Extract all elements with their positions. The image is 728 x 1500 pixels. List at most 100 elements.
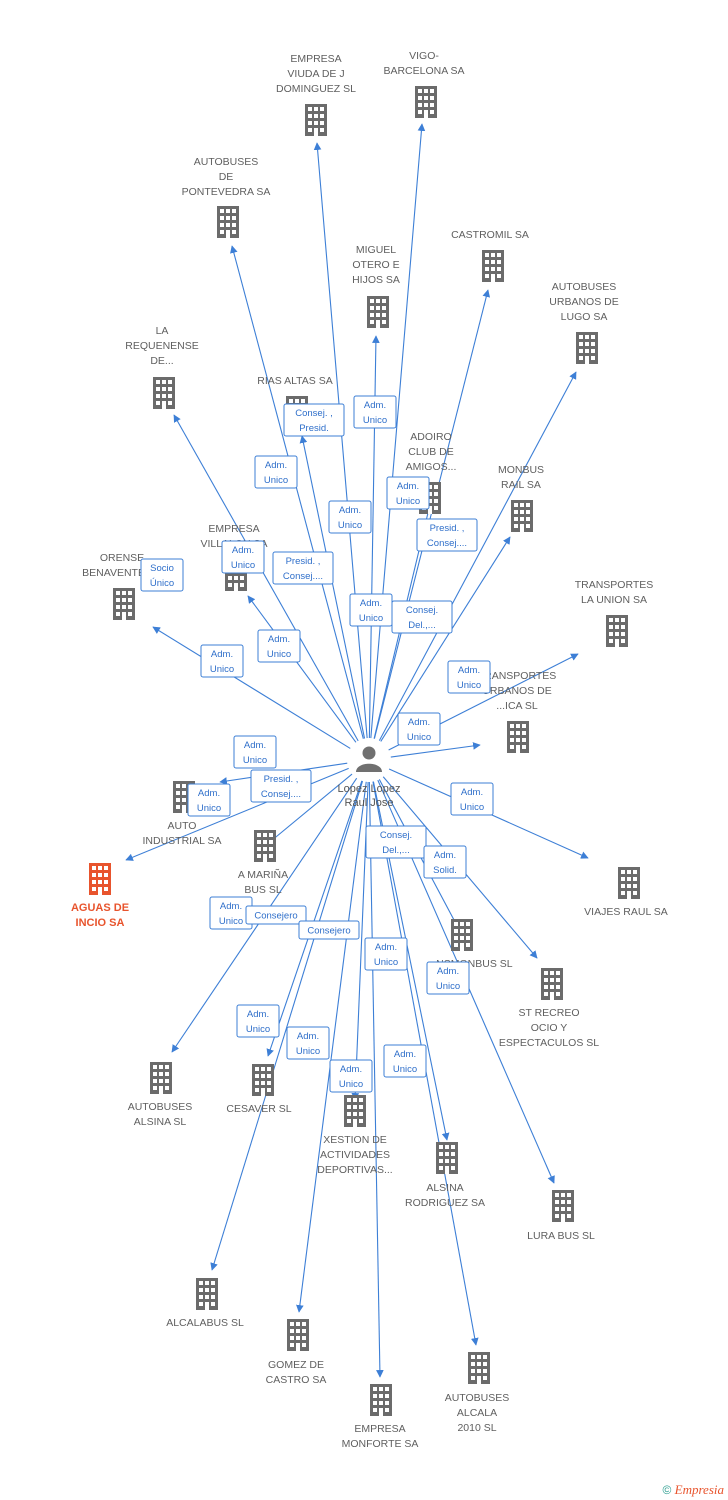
company-label-line: EMPRESA xyxy=(290,53,341,65)
role-label-line: Adm. xyxy=(437,966,459,977)
role-label-line: Adm. xyxy=(211,649,233,660)
role-box-autobuses-pontevedra[interactable]: Adm.Unico xyxy=(254,455,298,489)
role-box-frame xyxy=(233,735,277,769)
company-vigo-barcelona[interactable]: VIGO-BARCELONA SA xyxy=(383,50,465,118)
role-label-line: Adm. xyxy=(394,1049,416,1060)
building-icon xyxy=(451,919,473,951)
company-label-line: DOMINGUEZ SL xyxy=(276,83,356,95)
role-box-transmonbus[interactable]: Consej. Del.,... xyxy=(365,825,427,859)
role-box-empresa-villalon[interactable]: Adm.Unico xyxy=(257,629,301,663)
role-label-line: Solid. xyxy=(433,865,457,876)
building-icon xyxy=(305,104,327,136)
company-label-line: ADOIRO xyxy=(410,431,451,443)
role-label-line: Único xyxy=(150,578,174,589)
role-box-alcalabus[interactable]: Adm.Unico xyxy=(236,1004,280,1038)
role-box-transportes-urbanos[interactable]: Adm.Unico xyxy=(397,712,441,746)
edge-la-requenense xyxy=(173,414,359,742)
role-box-xestion[interactable]: Consejero xyxy=(298,920,360,940)
role-label-line: Del.,... xyxy=(382,845,409,856)
company-label-line: MONBUS xyxy=(498,464,544,476)
role-box-a-marina[interactable]: Presid. ,Consej.... xyxy=(250,769,312,803)
person-node[interactable]: Lopez Lopez Raul Jose xyxy=(338,746,401,810)
role-box-cesaver[interactable]: Consejero xyxy=(245,905,307,925)
role-box-vigo-barcelona[interactable]: Adm.Unico xyxy=(353,395,397,429)
role-box-castromil[interactable]: Adm.Unico xyxy=(386,476,430,510)
company-label-line: BARCELONA SA xyxy=(383,65,464,77)
role-box-gomez-castro[interactable]: Adm.Unico xyxy=(286,1026,330,1060)
role-label-line: Adm. xyxy=(244,740,266,751)
building-icon xyxy=(436,1142,458,1174)
company-castromil[interactable]: CASTROMIL SA xyxy=(451,229,529,282)
company-label-line: ...ICA SL xyxy=(496,700,538,712)
company-label-line: AUTOBUSES xyxy=(194,156,259,168)
role-box-monbus-rail[interactable]: Consej.Del.,... xyxy=(391,600,453,634)
company-label-line: LUGO SA xyxy=(561,311,608,323)
company-la-requenense[interactable]: LAREQUENENSEDE... xyxy=(125,325,199,409)
role-box-la-requenense[interactable]: Adm.Unico xyxy=(221,540,265,574)
role-box-adoiro[interactable]: Adm.Unico xyxy=(349,593,393,627)
building-icon-target xyxy=(89,863,111,895)
company-label-line: PONTEVEDRA SA xyxy=(182,186,271,198)
edge-empresa-monforte xyxy=(368,781,384,1378)
building-icon xyxy=(541,968,563,1000)
company-label-line: DEPORTIVAS... xyxy=(317,1164,392,1176)
role-label-line: Unico xyxy=(393,1064,417,1075)
company-label-line: ALCALABUS SL xyxy=(166,1317,244,1329)
role-box-rias-altas[interactable]: Presid. ,Consej.... xyxy=(272,551,334,585)
role-box-alsina-rodriguez[interactable]: Adm.Unico xyxy=(364,937,408,971)
role-box-miguel-otero[interactable]: Adm.Unico xyxy=(328,500,372,534)
person-name-line-1: Lopez Lopez xyxy=(338,783,401,795)
building-icon xyxy=(552,1190,574,1222)
company-rias-altas[interactable]: RIAS ALTAS SA xyxy=(257,375,333,428)
edge-cesaver xyxy=(266,780,363,1057)
company-viajes-raul[interactable]: VIAJES RAUL SA xyxy=(584,867,668,918)
company-xestion[interactable]: XESTION DEACTIVIDADESDEPORTIVAS... xyxy=(317,1095,393,1176)
company-label-line: OCIO Y xyxy=(531,1022,568,1034)
role-box-empresa-monforte[interactable]: Adm.Unico xyxy=(329,1059,373,1093)
role-label-line: Adm. xyxy=(198,788,220,799)
role-label-line: Unico xyxy=(407,732,431,743)
role-box-auto-industrial[interactable]: Adm. Unico xyxy=(233,735,277,769)
role-box-transportes-union[interactable]: Adm.Unico xyxy=(447,660,491,694)
role-box-orense-benavente[interactable]: Adm.Unico xyxy=(200,644,244,678)
role-box-autobuses-lugo[interactable]: Presid. ,Consej.... xyxy=(416,518,478,552)
building-icon xyxy=(511,500,533,532)
company-lura-bus[interactable]: LURA BUS SL xyxy=(527,1190,595,1242)
role-box-autobuses-alcala[interactable]: Adm. Unico xyxy=(383,1044,427,1078)
role-box-empresa-viuda[interactable]: Consej. ,Presid. xyxy=(283,403,345,437)
role-label-line: Presid. , xyxy=(286,556,321,567)
role-box-st-recreo[interactable]: Adm.Solid. xyxy=(423,845,467,879)
role-box-frame xyxy=(364,937,408,971)
role-box-viajes-raul[interactable]: Adm.Unico xyxy=(450,782,494,816)
role-box-frame xyxy=(257,629,301,663)
role-label-line: Unico xyxy=(243,755,267,766)
building-icon xyxy=(468,1352,490,1384)
role-box-lura-bus[interactable]: Adm.Unico xyxy=(426,961,470,995)
role-box-aguas-incio[interactable]: Adm. Unico xyxy=(187,783,231,817)
role-label-line: Consej. xyxy=(380,830,412,841)
company-label-line: BUS SL xyxy=(244,884,282,896)
company-cesaver[interactable]: CESAVER SL xyxy=(226,1064,292,1115)
company-label-line: AUTO xyxy=(168,820,197,832)
role-label-line: Unico xyxy=(197,803,221,814)
company-alcalabus[interactable]: ALCALABUS SL xyxy=(166,1278,244,1329)
